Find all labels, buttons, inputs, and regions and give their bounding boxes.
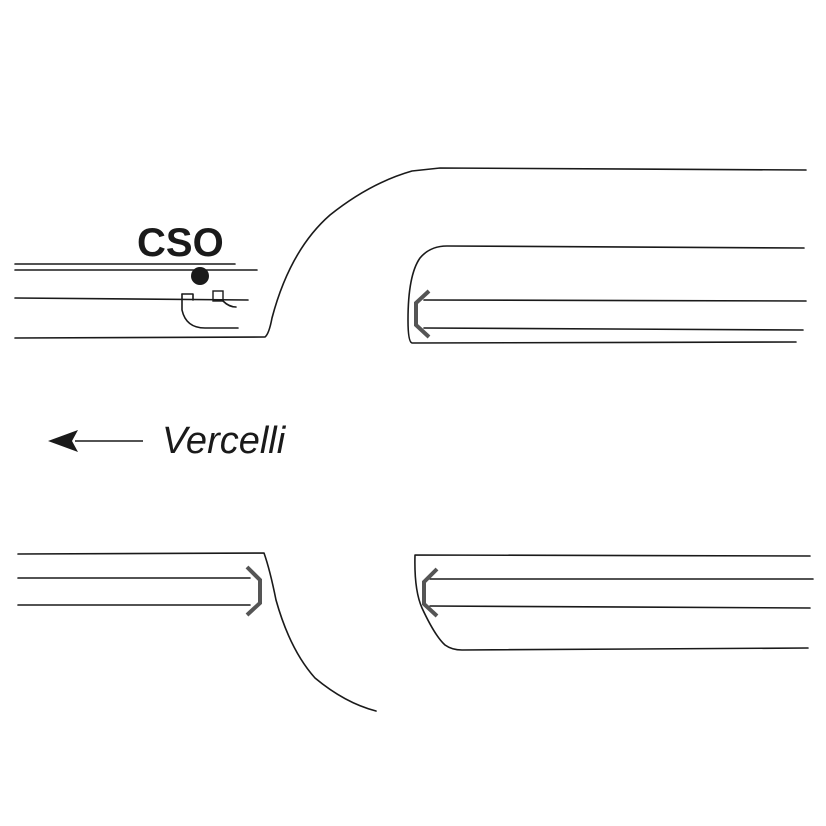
switch-tail [222, 300, 237, 308]
upper-left-tracks [14, 167, 807, 339]
station-cso: CSO [137, 221, 239, 329]
lower-left-tracks [17, 552, 377, 712]
siding-curve [181, 293, 239, 329]
upper-right-outer [407, 245, 805, 344]
upper-right-line-1 [423, 299, 807, 302]
lower-right-outer [414, 554, 811, 651]
switch-box [212, 290, 224, 302]
lower-left-outer-curve [17, 552, 377, 712]
station-label: CSO [137, 221, 224, 265]
arrow-left-icon [48, 430, 78, 452]
upper-left-line-3 [14, 297, 249, 301]
station-marker-icon [191, 267, 209, 285]
lower-right-line-2 [429, 605, 811, 609]
buffer-stop-icon [245, 565, 262, 617]
direction-indicator: Vercelli [48, 420, 287, 462]
direction-label: Vercelli [162, 420, 287, 462]
upper-left-outer-curve [14, 167, 807, 339]
siding-hook [181, 293, 194, 301]
upper-right-tracks [407, 245, 807, 344]
upper-right-line-2 [423, 327, 804, 331]
buffer-stop-icon [422, 567, 439, 618]
lower-right-tracks [414, 554, 814, 651]
buffer-stop-icon [414, 289, 431, 339]
